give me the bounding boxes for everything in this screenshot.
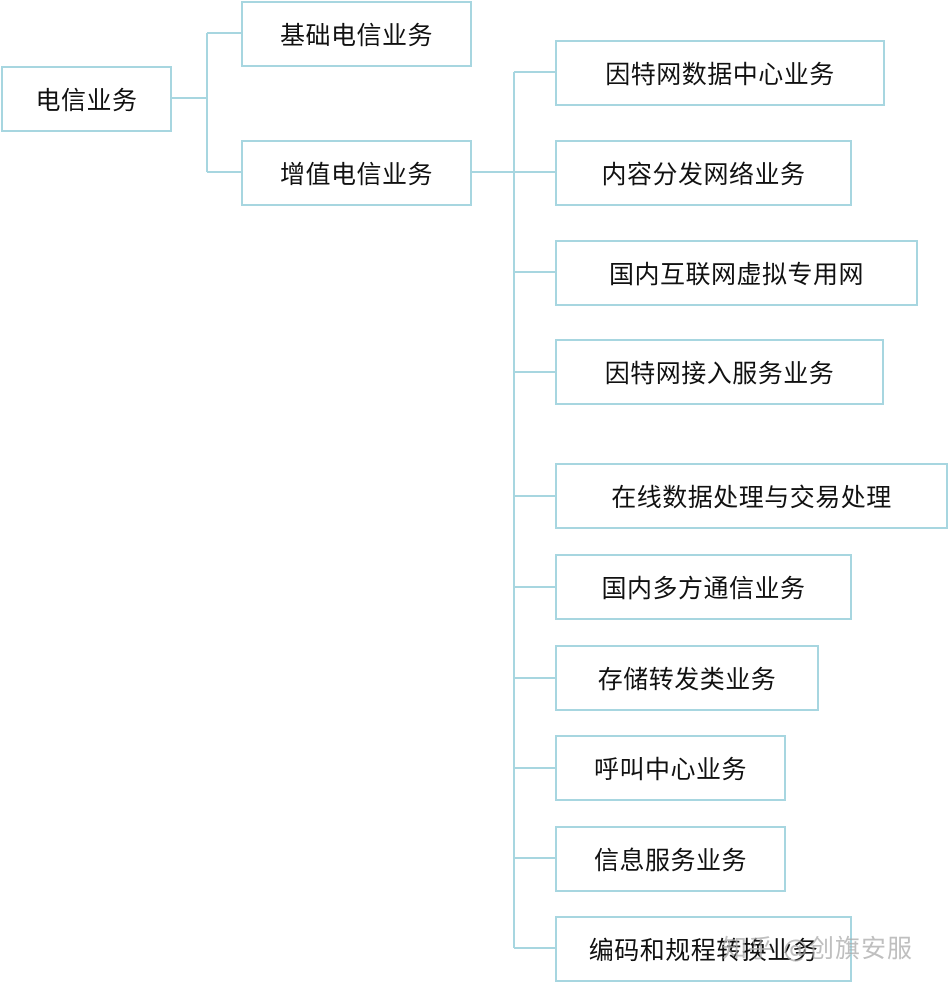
basic-telecom-node: 基础电信业务 bbox=[241, 1, 472, 67]
service-node: 内容分发网络业务 bbox=[555, 140, 852, 206]
root-node: 电信业务 bbox=[1, 66, 172, 132]
service-node: 国内多方通信业务 bbox=[555, 554, 852, 620]
service-node: 因特网接入服务业务 bbox=[555, 339, 884, 405]
service-node: 国内互联网虚拟专用网 bbox=[555, 240, 918, 306]
service-node: 编码和规程转换业务 bbox=[555, 916, 852, 982]
service-node: 存储转发类业务 bbox=[555, 645, 819, 711]
service-node: 信息服务业务 bbox=[555, 826, 786, 892]
service-node: 呼叫中心业务 bbox=[555, 735, 786, 801]
service-node: 在线数据处理与交易处理 bbox=[555, 463, 948, 529]
service-node: 因特网数据中心业务 bbox=[555, 40, 885, 106]
watermark-text: 知乎 @创旗安服 bbox=[722, 934, 913, 963]
value-added-telecom-node: 增值电信业务 bbox=[241, 140, 472, 206]
